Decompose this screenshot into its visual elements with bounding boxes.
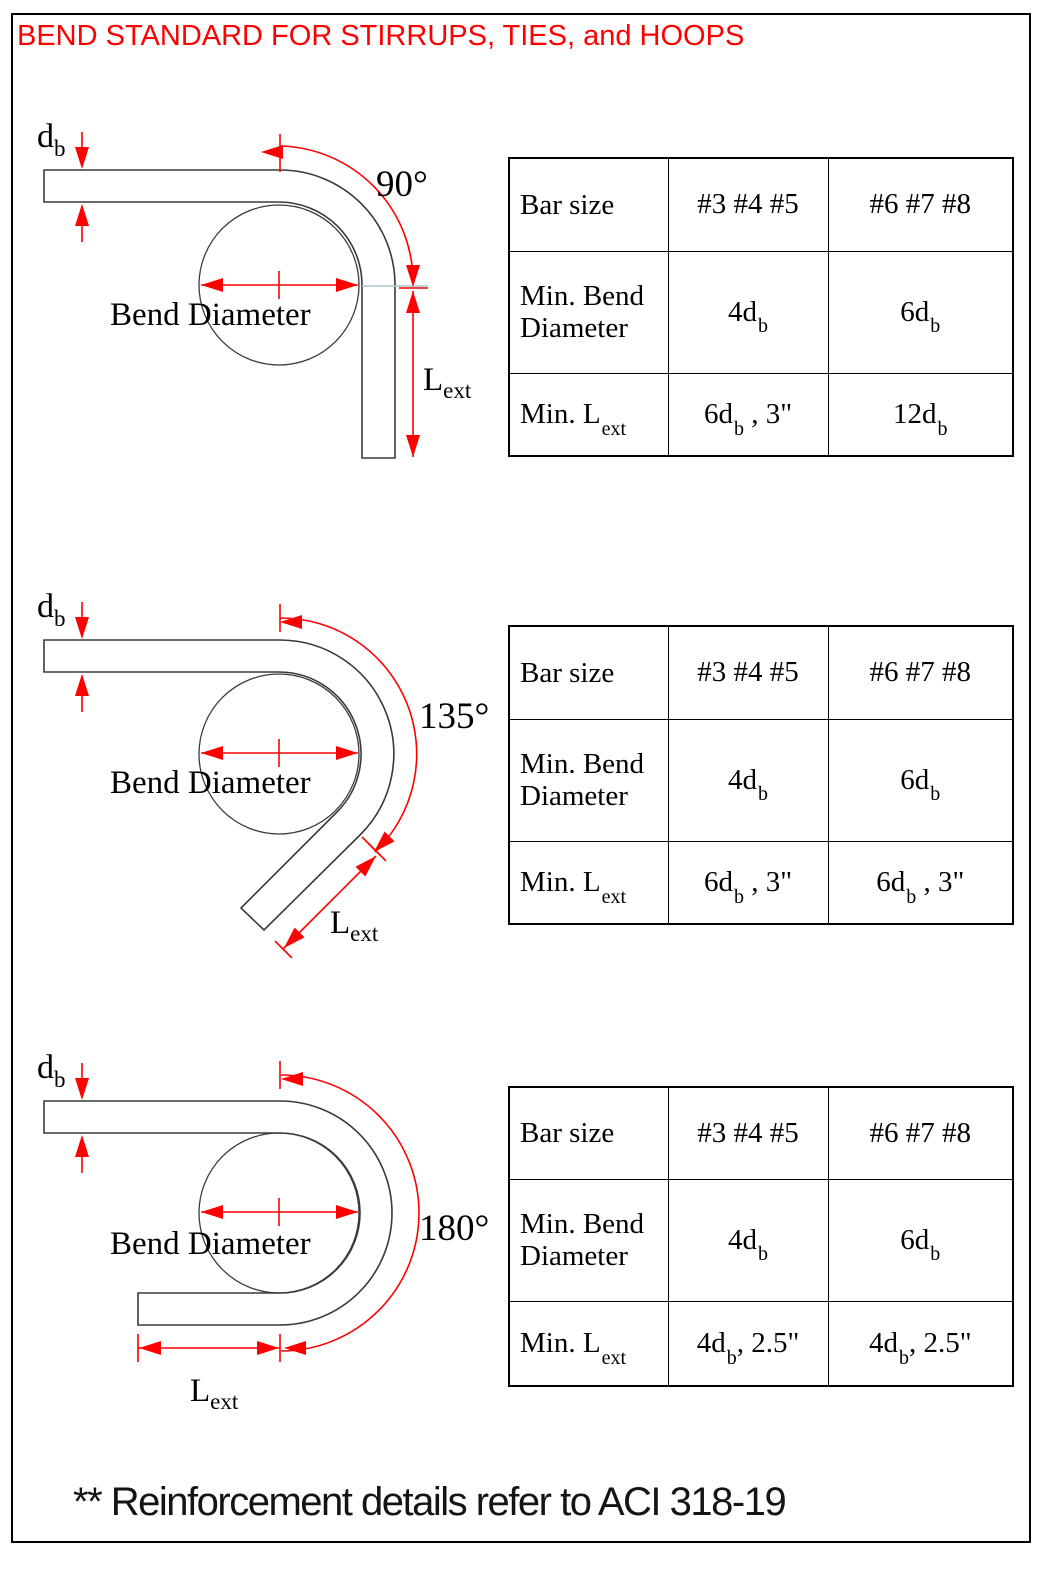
min-lext-label: Min. Lext: [508, 840, 669, 925]
min-lext-label: Min. Lext: [508, 1300, 669, 1387]
bend-diameter-circle: [198, 673, 360, 835]
min-bend-small-cell: 4db: [667, 1178, 829, 1302]
footer-note: ** Reinforcement details refer to ACI 31…: [73, 1480, 787, 1524]
bar-size-row: Bar size #3 #4 #5 #6 #7 #8: [508, 625, 1014, 720]
bend-90-diagram: db 90° Bend Diameter Lext: [37, 118, 472, 459]
min-bend-large-cell: 6db: [827, 250, 1014, 374]
min-bend-label: Min. Bend Diameter: [508, 718, 669, 842]
angle-label: 135°: [419, 696, 489, 737]
bend-diameter-dimension: [201, 739, 358, 767]
min-bend-large-cell: 6db: [827, 1178, 1014, 1302]
lext-dimension: [274, 855, 377, 959]
bar-size-small-cell: #3 #4 #5: [667, 157, 829, 252]
lext-label: Lext: [190, 1373, 239, 1414]
angle-arc-90: [261, 134, 420, 287]
bend-diameter-dimension: [201, 1198, 358, 1226]
angle-arc-180: [279, 1061, 420, 1355]
db-dimension: [75, 132, 89, 242]
bend-135-diagram: db 135° Bend Diameter Lext: [37, 588, 489, 959]
bar-size-row: Bar size #3 #4 #5 #6 #7 #8: [508, 1086, 1014, 1180]
min-lext-label: Min. Lext: [508, 372, 669, 457]
bend-diameter-label: Bend Diameter: [110, 297, 311, 333]
rebar-shape-180: [43, 1100, 393, 1326]
min-lext-large-cell: 4db, 2.5": [827, 1300, 1014, 1387]
bar-size-row: Bar size #3 #4 #5 #6 #7 #8: [508, 157, 1014, 252]
db-dimension: [75, 1063, 89, 1173]
db-dimension: [75, 602, 89, 712]
min-bend-label: Min. Bend Diameter: [508, 250, 669, 374]
min-lext-small-cell: 6db , 3": [667, 372, 829, 457]
bend-180-diagram: db 180° Bend Diameter Lext: [37, 1049, 489, 1414]
bar-size-large-cell: #6 #7 #8: [827, 625, 1014, 720]
bend-diameter-circle: [198, 204, 360, 366]
bar-size-label: Bar size: [508, 157, 669, 252]
rebar-shape-90: [43, 169, 396, 459]
angle-label: 90°: [376, 164, 428, 205]
angle-arc-135: [279, 604, 418, 862]
min-bend-row: Min. Bend Diameter 4db 6db: [508, 250, 1014, 374]
min-bend-label: Min. Bend Diameter: [508, 1178, 669, 1302]
bar-size-label: Bar size: [508, 625, 669, 720]
min-lext-large-cell: 12db: [827, 372, 1014, 457]
bend-diameter-dimension: [201, 271, 358, 299]
min-lext-small-cell: 6db , 3": [667, 840, 829, 925]
db-label: db: [37, 1049, 66, 1092]
db-label: db: [37, 588, 66, 631]
bend-135-table: Bar size #3 #4 #5 #6 #7 #8 Min. Bend Dia…: [508, 625, 1014, 925]
angle-label: 180°: [419, 1208, 489, 1249]
lext-label: Lext: [330, 905, 379, 946]
bar-size-large-cell: #6 #7 #8: [827, 1086, 1014, 1180]
min-lext-row: Min. Lext 6db , 3" 12db: [508, 372, 1014, 457]
lext-dimension: [399, 287, 428, 457]
min-bend-row: Min. Bend Diameter 4db 6db: [508, 1178, 1014, 1302]
bar-size-small-cell: #3 #4 #5: [667, 1086, 829, 1180]
bar-size-label: Bar size: [508, 1086, 669, 1180]
page-title: BEND STANDARD FOR STIRRUPS, TIES, and HO…: [17, 20, 745, 52]
min-bend-small-cell: 4db: [667, 718, 829, 842]
bar-size-large-cell: #6 #7 #8: [827, 157, 1014, 252]
min-bend-small-cell: 4db: [667, 250, 829, 374]
min-lext-small-cell: 4db, 2.5": [667, 1300, 829, 1387]
bar-size-small-cell: #3 #4 #5: [667, 625, 829, 720]
bend-180-table: Bar size #3 #4 #5 #6 #7 #8 Min. Bend Dia…: [508, 1086, 1014, 1387]
min-lext-row: Min. Lext 6db , 3" 6db , 3": [508, 840, 1014, 925]
bend-90-table: Bar size #3 #4 #5 #6 #7 #8 Min. Bend Dia…: [508, 157, 1014, 457]
rebar-shape-135: [43, 639, 395, 932]
bend-diameter-label: Bend Diameter: [110, 765, 311, 801]
min-lext-row: Min. Lext 4db, 2.5" 4db, 2.5": [508, 1300, 1014, 1387]
min-lext-large-cell: 6db , 3": [827, 840, 1014, 925]
lext-label: Lext: [423, 362, 472, 403]
db-label: db: [37, 118, 66, 161]
lext-dimension: [137, 1334, 281, 1362]
min-bend-large-cell: 6db: [827, 718, 1014, 842]
bend-diameter-label: Bend Diameter: [110, 1226, 311, 1262]
min-bend-row: Min. Bend Diameter 4db 6db: [508, 718, 1014, 842]
